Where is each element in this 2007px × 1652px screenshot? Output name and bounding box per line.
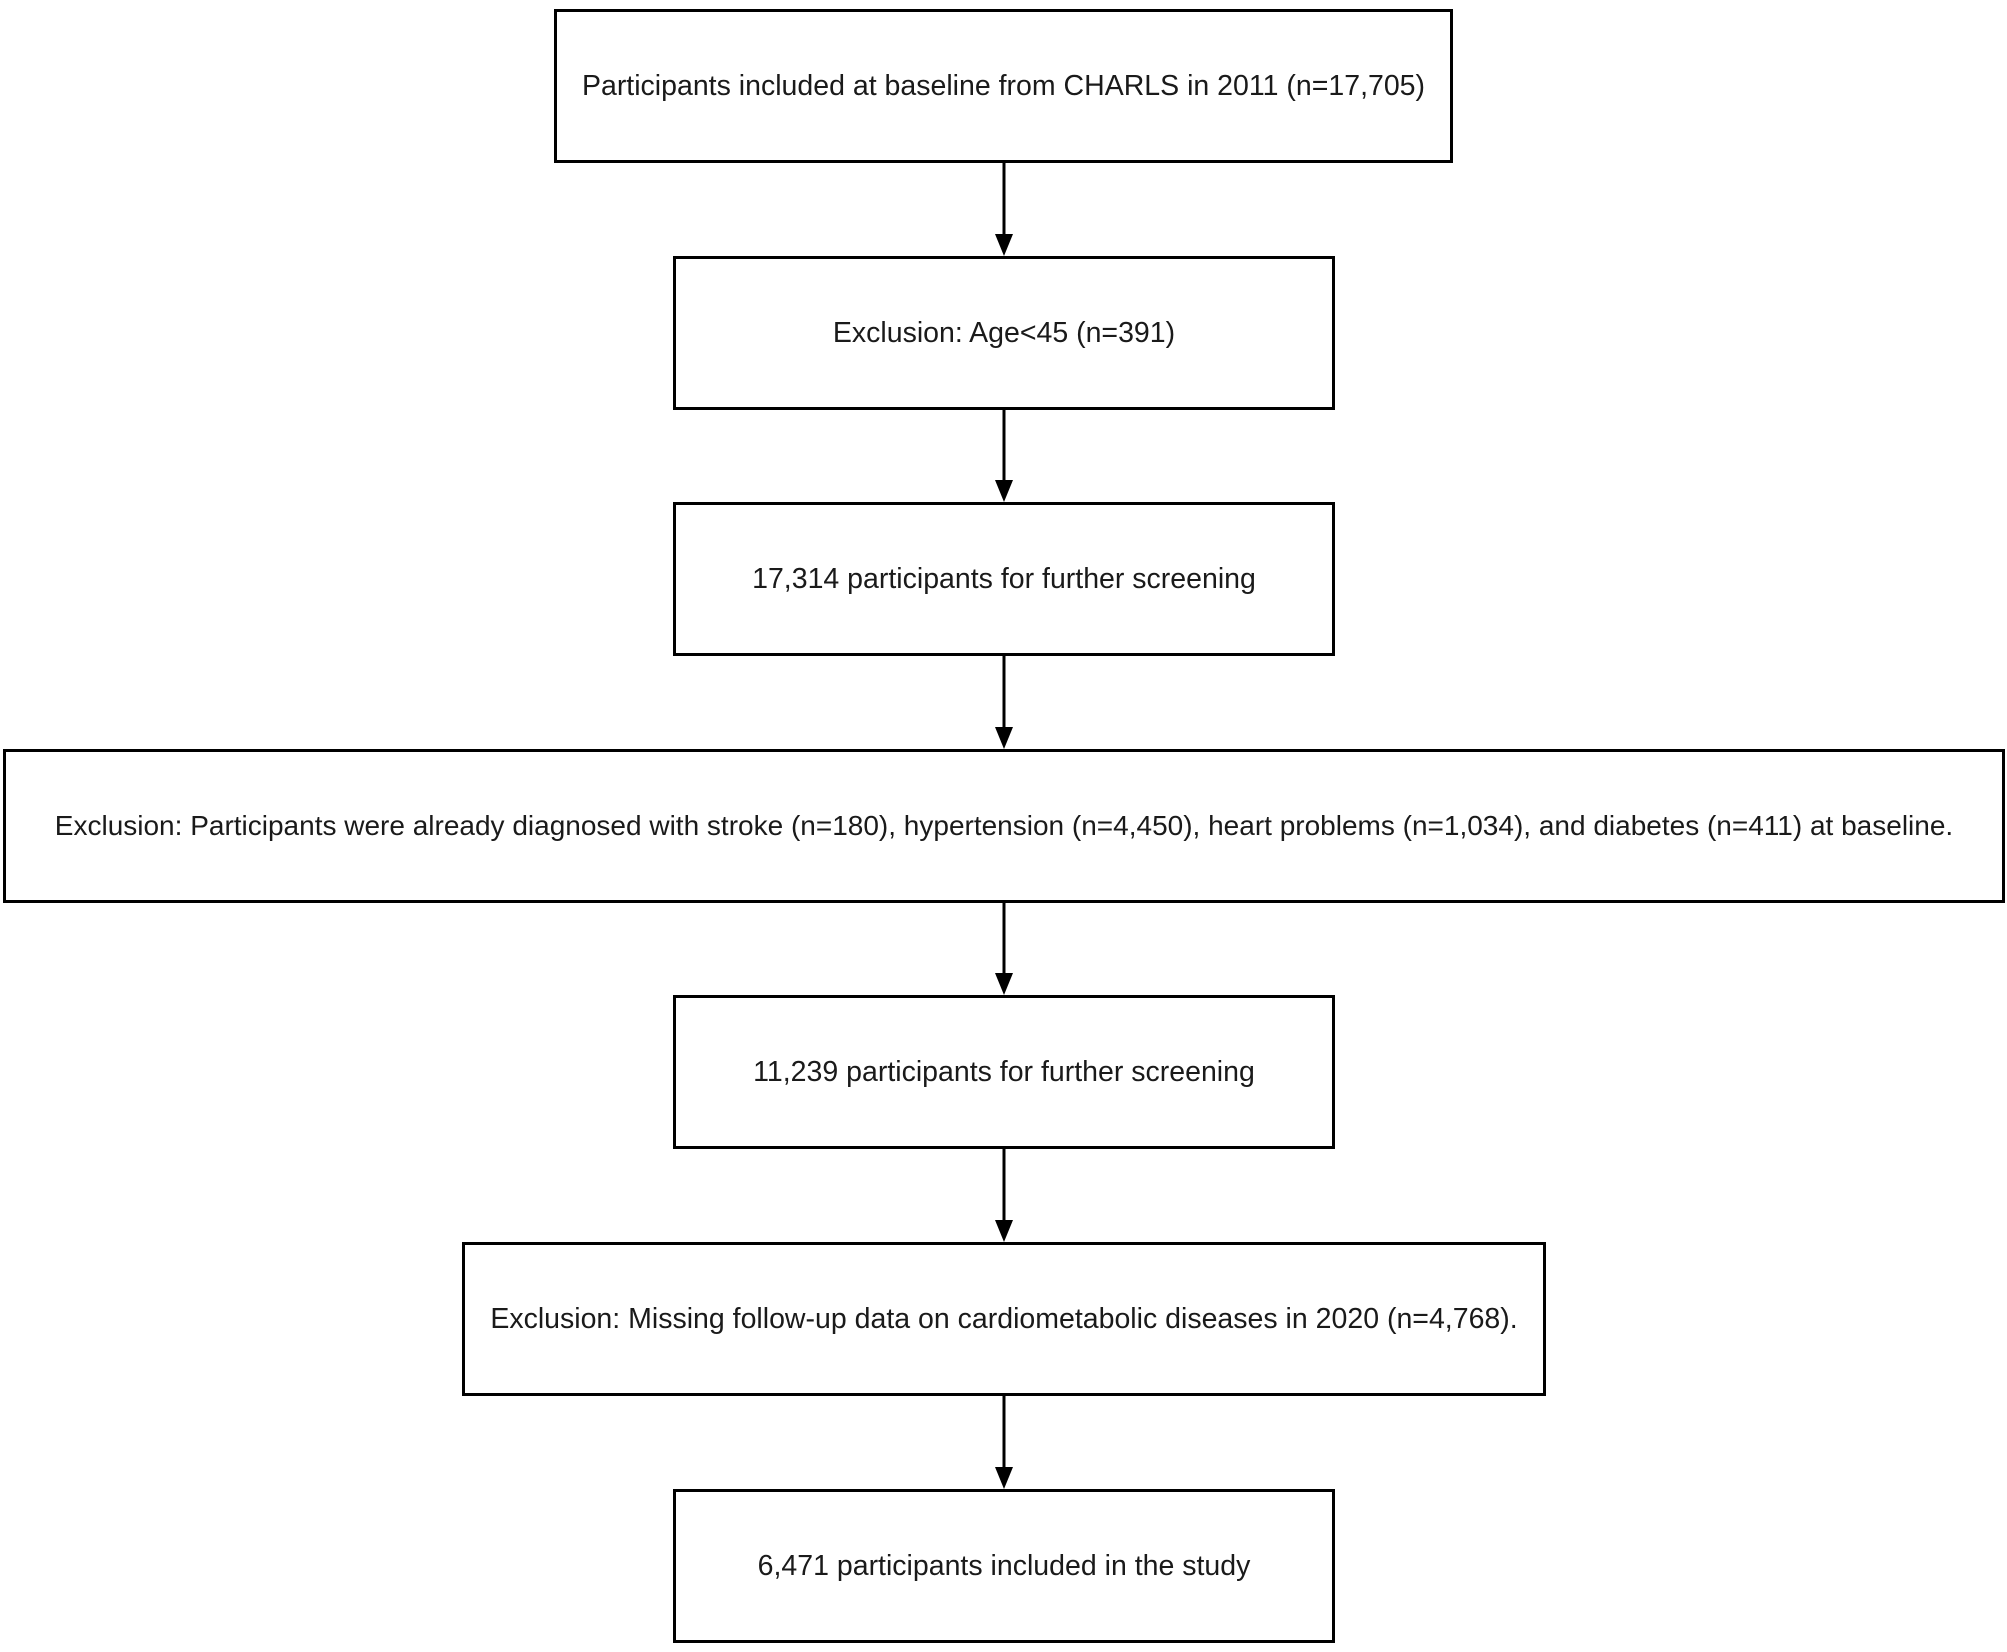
followup-exclusion-text: Exclusion: Missing follow-up data on car… (490, 1302, 1518, 1335)
screening-box-2: 11,239 participants for further screenin… (673, 995, 1335, 1149)
arrowhead-4 (995, 973, 1013, 995)
arrowhead-6 (995, 1467, 1013, 1489)
screening-text-1: 17,314 participants for further screenin… (752, 562, 1256, 595)
arrowhead-1 (995, 234, 1013, 256)
baseline-participants-box: Participants included at baseline from C… (554, 9, 1453, 163)
screening-text-2: 11,239 participants for further screenin… (753, 1055, 1255, 1088)
arrowhead-3 (995, 727, 1013, 749)
final-study-box: 6,471 participants included in the study (673, 1489, 1335, 1643)
final-study-text: 6,471 participants included in the study (757, 1549, 1251, 1582)
age-exclusion-text: Exclusion: Age<45 (n=391) (832, 316, 1176, 349)
diagnosis-exclusion-text: Exclusion: Participants were already dia… (54, 810, 1954, 841)
followup-exclusion-box: Exclusion: Missing follow-up data on car… (462, 1242, 1546, 1396)
screening-box-1: 17,314 participants for further screenin… (673, 502, 1335, 656)
arrowhead-5 (995, 1220, 1013, 1242)
diagnosis-exclusion-box: Exclusion: Participants were already dia… (3, 749, 2005, 903)
arrowhead-2 (995, 480, 1013, 502)
age-exclusion-box: Exclusion: Age<45 (n=391) (673, 256, 1335, 410)
baseline-participants-text: Participants included at baseline from C… (581, 69, 1426, 102)
